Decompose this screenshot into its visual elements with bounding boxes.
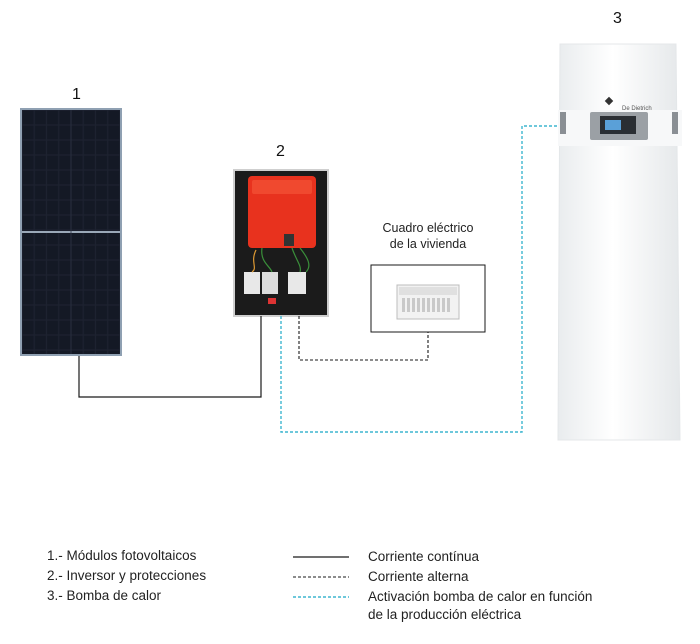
legend-desc-signal-line1: Activación bomba de calor en función: [368, 589, 593, 604]
solar-panel: [20, 108, 122, 356]
dc-line: [78, 316, 262, 398]
protection-breaker: [244, 272, 260, 294]
household-panel-title-line2: de la vivienda: [389, 237, 467, 251]
heat-pump-brand: De Dietrich: [622, 106, 652, 112]
inverter-cabinet: [233, 169, 329, 317]
legend-desc-dc: Corriente contínua: [368, 549, 480, 564]
legend-item-modules: 1.- Módulos fotovoltaicos: [47, 548, 197, 563]
household-panel-title-line1: Cuadro eléctrico: [382, 221, 474, 235]
signal-line: [280, 125, 558, 433]
label-number-1: 1: [72, 86, 81, 103]
label-number-3: 3: [613, 10, 622, 27]
legend-desc-signal-line2: de la producción eléctrica: [368, 607, 522, 622]
legend-desc-ac: Corriente alterna: [368, 569, 469, 584]
household-panel: [370, 264, 486, 333]
heat-pump: De Dietrich: [557, 43, 682, 441]
ac-line: [298, 316, 429, 361]
legend-item-heat-pump: 3.- Bomba de calor: [47, 588, 162, 603]
label-number-2: 2: [276, 143, 285, 160]
legend-item-inverter: 2.- Inversor y protecciones: [47, 568, 207, 583]
household-panel-title: Cuadro eléctrico de la vivienda: [368, 220, 488, 252]
legend-desc-signal: Activación bomba de calor en función de …: [368, 588, 592, 624]
